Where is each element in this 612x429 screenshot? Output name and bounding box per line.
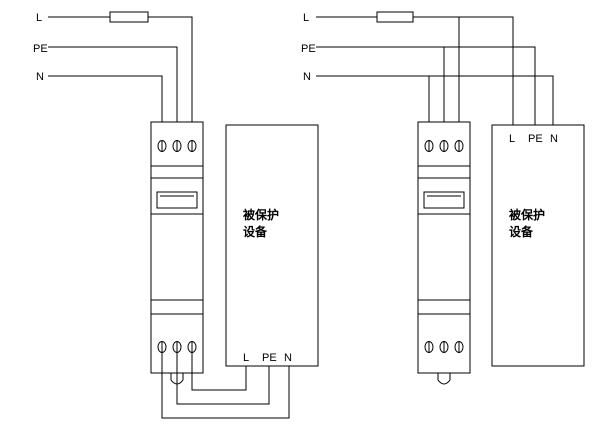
diagram-left: L PE N	[33, 11, 319, 419]
terminal-screw-icon	[157, 140, 197, 152]
left-bottom-wire-pe	[176, 352, 270, 405]
left-device-terminal-n: N	[284, 352, 292, 364]
terminal-screw-icon	[157, 341, 197, 353]
surge-protector-icon	[150, 121, 204, 385]
right-device-terminal-l: L	[509, 133, 515, 145]
left-wire-n	[48, 75, 163, 146]
left-device-terminal-l: L	[243, 352, 249, 364]
right-label-n: N	[303, 71, 311, 83]
left-device-label-line1: 被保护	[243, 207, 279, 222]
right-device-label-line2: 设备	[509, 224, 534, 239]
left-device-terminal-pe: PE	[262, 352, 277, 364]
left-wire-pe	[48, 46, 178, 146]
fuse-icon	[109, 11, 149, 23]
left-protected-device	[225, 124, 319, 367]
right-protected-device	[491, 124, 585, 367]
right-device-terminal-n: N	[550, 133, 558, 145]
left-label-n: N	[36, 71, 44, 83]
terminal-screw-icon	[424, 341, 464, 353]
left-label-l: L	[36, 12, 42, 24]
diagram-right: L PE N	[301, 11, 585, 385]
fuse-icon	[376, 11, 414, 23]
terminal-screw-icon	[424, 140, 464, 152]
right-device-label-line1: 被保护	[509, 207, 545, 222]
right-label-l: L	[303, 12, 309, 24]
surge-protector-icon	[417, 121, 471, 385]
right-wire-l	[316, 11, 514, 146]
left-wire-l	[48, 11, 193, 146]
right-label-pe: PE	[301, 43, 316, 55]
left-device-label-line2: 设备	[243, 224, 268, 239]
right-device-terminal-pe: PE	[528, 133, 543, 145]
left-label-pe: PE	[33, 43, 48, 55]
left-bottom-wire-n	[161, 352, 290, 419]
left-bottom-wire-l	[191, 352, 247, 391]
